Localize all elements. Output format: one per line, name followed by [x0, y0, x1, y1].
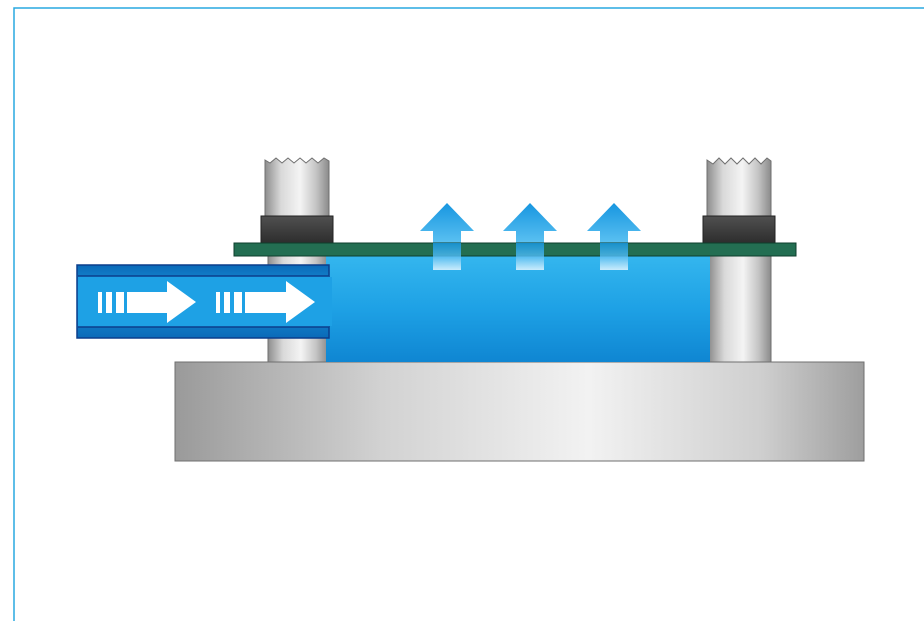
base-plate	[174, 361, 865, 462]
frame-border	[13, 7, 924, 621]
air-chamber	[326, 256, 710, 362]
left-spacer	[260, 215, 334, 244]
outlet-stem-2	[516, 243, 544, 270]
right-spacer	[702, 215, 776, 244]
right-standoff-lower	[708, 255, 772, 363]
outlet-stem-3	[600, 243, 628, 270]
inlet-arrow-2	[216, 281, 315, 323]
inlet-arrow-1	[98, 281, 196, 323]
circuit-board	[233, 242, 797, 257]
outlet-stem-1	[433, 243, 461, 270]
right-standoff	[702, 157, 776, 363]
